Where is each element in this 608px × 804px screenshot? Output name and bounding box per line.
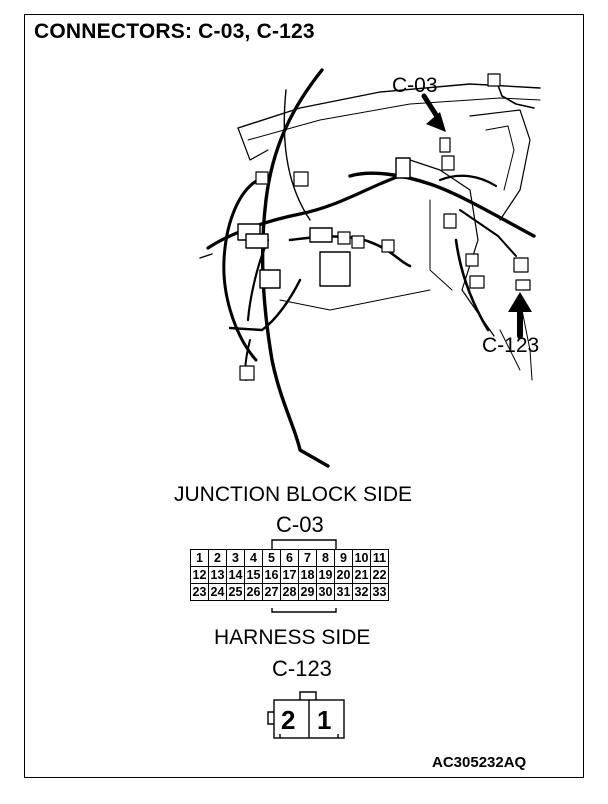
pin-cell: 4 xyxy=(244,549,263,567)
c123-pin-1: 1 xyxy=(317,705,332,735)
pin-cell: 24 xyxy=(208,583,227,601)
harness-illustration xyxy=(199,68,541,468)
pin-cell: 3 xyxy=(226,549,245,567)
pin-cell: 1 xyxy=(190,549,209,567)
pin-cell: 32 xyxy=(352,583,371,601)
pin-cell: 25 xyxy=(226,583,245,601)
pin-cell: 14 xyxy=(226,566,245,584)
arrow-c123-icon xyxy=(508,292,532,312)
pin-cell: 13 xyxy=(208,566,227,584)
pin-cell: 26 xyxy=(244,583,263,601)
pin-cell: 19 xyxy=(316,566,335,584)
diagram-title: CONNECTORS: C-03, C-123 xyxy=(34,20,315,43)
pin-cell: 23 xyxy=(190,583,209,601)
pin-cell: 11 xyxy=(370,549,389,567)
junction-block-heading: JUNCTION BLOCK SIDE xyxy=(174,483,413,506)
pin-cell: 27 xyxy=(262,583,281,601)
pin-row: 23 24 25 26 27 28 29 30 31 32 33 xyxy=(190,583,389,601)
callout-c03-label: C-03 xyxy=(392,74,438,97)
pin-cell: 10 xyxy=(352,549,371,567)
junction-connector-id: C-03 xyxy=(276,512,324,537)
pin-cell: 16 xyxy=(262,566,281,584)
diagram-frame xyxy=(24,14,584,778)
pin-row: 1 2 3 4 5 6 7 8 9 10 11 xyxy=(190,549,389,567)
pin-cell: 30 xyxy=(316,583,335,601)
pin-cell: 2 xyxy=(208,549,227,567)
callout-c123-label: C-123 xyxy=(482,334,540,357)
pin-cell: 22 xyxy=(370,566,389,584)
pin-cell: 8 xyxy=(316,549,335,567)
pin-cell: 17 xyxy=(280,566,299,584)
pin-cell: 18 xyxy=(298,566,317,584)
pin-cell: 29 xyxy=(298,583,317,601)
pin-cell: 33 xyxy=(370,583,389,601)
pin-cell: 6 xyxy=(280,549,299,567)
pin-cell: 31 xyxy=(334,583,353,601)
pin-cell: 21 xyxy=(352,566,371,584)
pin-cell: 9 xyxy=(334,549,353,567)
c03-pin-grid: 1 2 3 4 5 6 7 8 9 10 11 12 13 14 15 16 1… xyxy=(190,549,389,601)
c123-connector xyxy=(267,691,345,739)
pin-cell: 15 xyxy=(244,566,263,584)
pin-cell: 5 xyxy=(262,549,281,567)
c03-latch-outline xyxy=(271,539,337,613)
pin-cell: 28 xyxy=(280,583,299,601)
pin-cell: 20 xyxy=(334,566,353,584)
pin-row: 12 13 14 15 16 17 18 19 20 21 22 xyxy=(190,566,389,584)
arrow-c03-icon xyxy=(426,112,446,132)
pin-cell: 12 xyxy=(190,566,209,584)
harness-connector-id: C-123 xyxy=(272,656,332,681)
figure-code: AC305232AQ xyxy=(432,754,527,771)
harness-side-heading: HARNESS SIDE xyxy=(214,626,371,649)
pin-cell: 7 xyxy=(298,549,317,567)
c123-pin-2: 2 xyxy=(281,705,296,735)
